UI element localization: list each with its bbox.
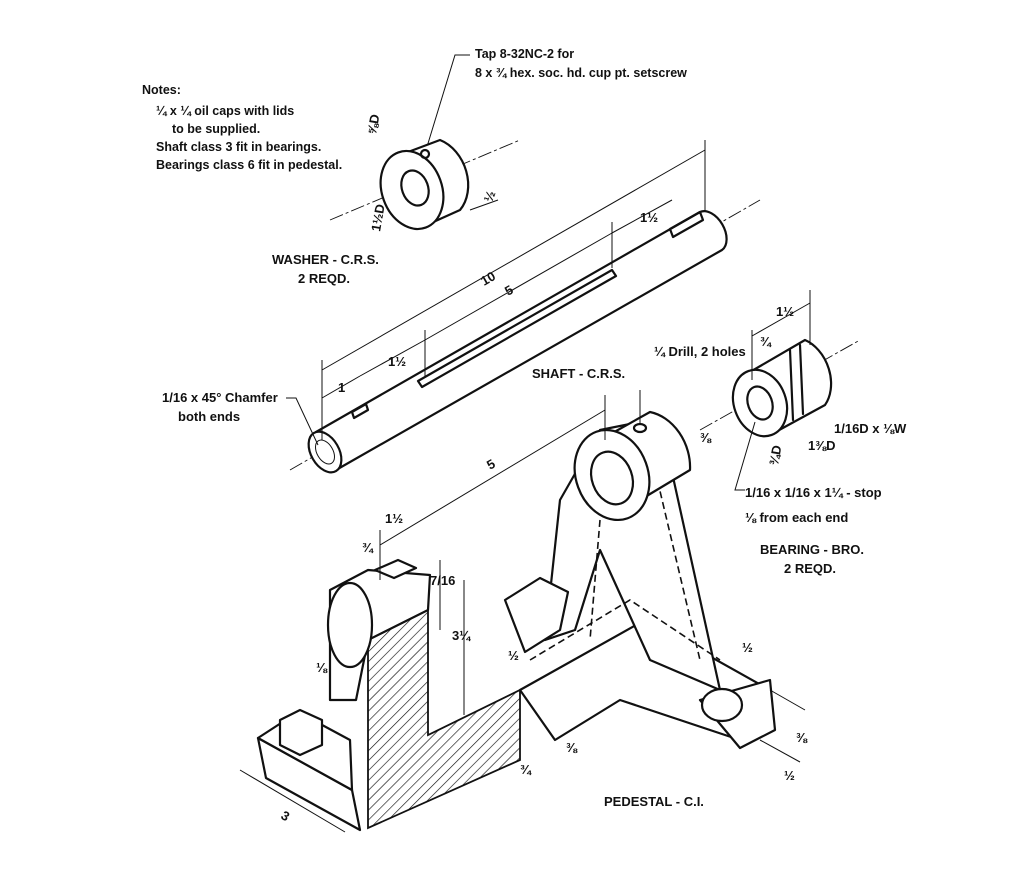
shaft-dim-1-5b-line — [611, 199, 673, 234]
pedestal-dim-half-b: ½ — [742, 640, 753, 655]
bearing-dim-1-5: 1½ — [776, 304, 794, 319]
pedestal-dim-half-a: ½ — [508, 648, 519, 663]
pedestal-dim-5-line — [379, 409, 606, 546]
shaft-title: SHAFT - C.R.S. — [532, 366, 625, 381]
bearing-dim-1-5-line — [751, 302, 811, 337]
notes-line-3: Shaft class 3 fit in bearings. — [156, 140, 321, 154]
pedestal-right-bore — [589, 450, 635, 506]
shaft-part: 10 5 1½ 1 1½ 1/16 x 45° Chamfer both end… — [162, 140, 761, 474]
shaft-dim-1-5b: 1½ — [640, 210, 658, 225]
pedestal-dim-3-25: 3¼ — [452, 628, 471, 643]
washer-thickness-dim — [469, 199, 499, 211]
pedestal-dim-7-16: 7/16 — [430, 573, 455, 588]
pedestal-dim-3-4: ¾ — [362, 540, 374, 555]
pedestal-dim-3-8-a: ⅜ — [566, 740, 578, 755]
tap-note-line-1: Tap 8-32NC-2 for — [475, 47, 574, 61]
bearing-title: BEARING - BRO. — [760, 542, 864, 557]
bearing-stop-line-2: ⅛ from each end — [745, 510, 848, 525]
bearing-centerline — [699, 339, 861, 431]
pedestal-dim-eighth: ⅛ — [316, 660, 328, 675]
tap-note-line-2: 8 x ¾ hex. soc. hd. cup pt. setscrew — [475, 66, 687, 80]
pedestal-dim-3-8-c: ⅜ — [796, 730, 808, 745]
notes-title: Notes: — [142, 83, 181, 97]
washer-face — [379, 149, 445, 231]
shaft-dim-1-5-line — [359, 339, 426, 377]
washer-bore — [400, 169, 430, 207]
washer-dim-thickness: ½ — [481, 189, 499, 204]
washer-qty: 2 REQD. — [298, 271, 350, 286]
shaft-flat-left — [350, 402, 370, 420]
pedestal-title: PEDESTAL - C.I. — [604, 794, 704, 809]
bearing-dim-outer: 1⅜D — [808, 438, 835, 453]
washer-setscrew-hole — [419, 148, 431, 160]
pedestal-hidden-1 — [589, 519, 601, 641]
shaft-flat-keyway — [416, 268, 618, 389]
shaft-dim-5: 5 — [502, 282, 516, 299]
shaft-dim-5-line — [424, 232, 613, 341]
pedestal-dim-right-2 — [759, 739, 801, 763]
pedestal-part: 5 1½ ¾ 7/16 3¼ ½ ⅛ 3 ¾ ⅜ ⅜ ½ ½ ⅜ ¼ Drill… — [239, 344, 808, 833]
tap-note: Tap 8-32NC-2 for 8 x ¾ hex. soc. hd. cup… — [425, 47, 687, 151]
shaft-dim-10-line — [321, 149, 706, 371]
chamfer-line-1: 1/16 x 45° Chamfer — [162, 390, 278, 405]
pedestal-dim-3-line — [239, 769, 346, 833]
notes-line-2: to be supplied. — [172, 122, 260, 136]
bearing-face — [731, 368, 789, 438]
bearing-dim-groove: 1/16D x ⅛W — [834, 421, 907, 436]
shaft-chamfer-ring — [315, 439, 335, 465]
pedestal-dim-1-5: 1½ — [385, 511, 403, 526]
pedestal-dim-half-c: ½ — [784, 768, 795, 783]
bearing-stop-line-1: 1/16 x 1/16 x 1¼ - stop — [745, 485, 882, 500]
shaft-dim-1-line — [321, 375, 361, 399]
bearing-bore — [746, 385, 774, 421]
pedestal-left-bore — [326, 581, 374, 669]
washer-dim-outer: 1½D — [368, 203, 388, 233]
shaft-dim-10: 10 — [478, 268, 498, 288]
bearing-dim-3-4: ¾ — [760, 334, 772, 349]
shaft-flat-right — [668, 210, 705, 239]
pedestal-dim-3-4-b: ¾ — [520, 762, 532, 777]
washer-part: ⅝D 1½D ½ WASHER - C.R.S. 2 REQD. — [272, 113, 521, 286]
bearing-dim-bore: ¾D — [766, 444, 784, 467]
pedestal-front-lug — [278, 708, 324, 757]
shaft-dim-1: 1 — [338, 380, 345, 395]
bearing-qty: 2 REQD. — [784, 561, 836, 576]
notes-line-4: Bearings class 6 fit in pedestal. — [156, 158, 342, 172]
pedestal-dim-3-8-b: ⅜ — [700, 430, 712, 445]
shaft-dim-1-5a: 1½ — [388, 354, 406, 369]
pedestal-dim-3: 3 — [279, 808, 293, 825]
pedestal-dim-right-1 — [769, 689, 806, 711]
shaft-body — [314, 210, 728, 472]
pedestal-right-foot-hole — [700, 687, 744, 723]
drill-note: ¼ Drill, 2 holes — [654, 344, 746, 359]
notes-line-1: ¼ x ¼ oil caps with lids — [156, 104, 294, 118]
washer-dim-bore: ⅝D — [364, 113, 382, 136]
pedestal-middle-lug — [503, 576, 570, 654]
bearing-groove-2 — [798, 343, 805, 416]
washer-title: WASHER - C.R.S. — [272, 252, 379, 267]
bearing-stop-leader — [734, 421, 756, 491]
pedestal-right-boss-face — [573, 428, 651, 522]
bearing-part: 1½ ¾ 1/16D x ⅛W 1⅜D ¾D 1/16 x 1/16 x 1¼ … — [699, 290, 907, 576]
tap-leader — [425, 54, 470, 151]
bearing-groove-1 — [788, 348, 795, 422]
chamfer-line-2: both ends — [178, 409, 240, 424]
pedestal-left-oilcap — [373, 558, 418, 580]
notes-block: Notes: ¼ x ¼ oil caps with lids to be su… — [142, 83, 342, 172]
chamfer-leader — [286, 397, 319, 446]
pedestal-hidden-3 — [529, 599, 721, 661]
pedestal-dim-5: 5 — [484, 456, 498, 473]
